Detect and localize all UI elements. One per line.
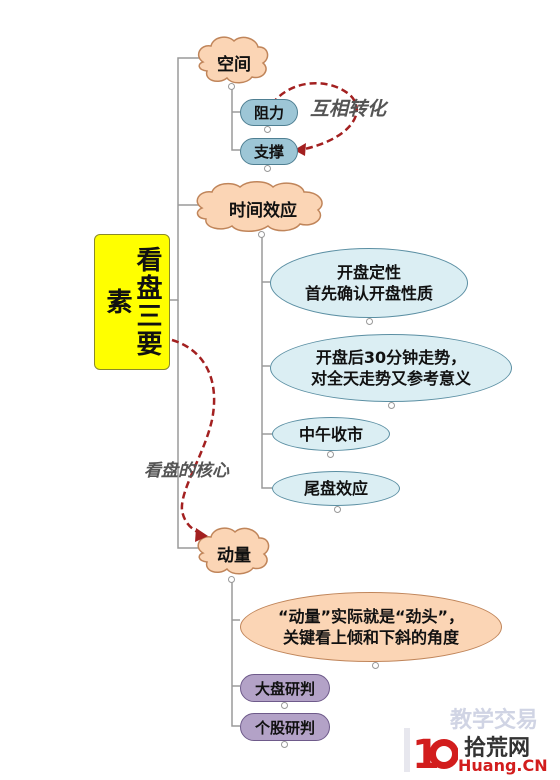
connector-lines <box>170 57 272 727</box>
arrows <box>171 82 359 536</box>
collapse-dot[interactable] <box>228 576 235 583</box>
node-closing-effect[interactable]: 尾盘效应 <box>272 471 400 506</box>
node-resistance[interactable]: 阻力 <box>240 99 298 126</box>
node-stock-analysis[interactable]: 个股研判 <box>240 713 330 741</box>
watermark-site: Huang.CN <box>458 756 548 775</box>
branch-space-label[interactable]: 空间 <box>217 55 251 75</box>
node-support[interactable]: 支撑 <box>240 138 298 165</box>
watermark-faded-text: 教学交易 <box>450 708 539 733</box>
expand-dot[interactable] <box>264 165 271 172</box>
node-opening-30min[interactable]: 开盘后30分钟走势， 对全天走势又参考意义 <box>270 334 512 402</box>
expand-dot[interactable] <box>327 451 334 458</box>
node-midday-close[interactable]: 中午收市 <box>272 417 390 451</box>
expand-dot[interactable] <box>264 126 271 133</box>
cloud-space <box>197 36 269 84</box>
root-node[interactable]: 看盘三要素 <box>94 234 170 370</box>
node-market-analysis[interactable]: 大盘研判 <box>240 674 330 702</box>
branch-time-label[interactable]: 时间效应 <box>229 201 297 221</box>
expand-dot[interactable] <box>281 702 288 709</box>
node-opening-nature[interactable]: 开盘定性 首先确认开盘性质 <box>270 248 468 318</box>
cloud-time <box>196 181 323 232</box>
watermark-logo-icon: 1 <box>404 728 458 778</box>
annotation-mutual-conversion: 互相转化 <box>310 98 387 120</box>
expand-dot[interactable] <box>334 506 341 513</box>
watermark: 教学交易 1 拾荒网 Huang.CN <box>398 700 558 778</box>
branch-momentum-label[interactable]: 动量 <box>217 546 251 566</box>
expand-dot[interactable] <box>388 402 395 409</box>
collapse-dot[interactable] <box>228 83 235 90</box>
expand-dot[interactable] <box>372 662 379 669</box>
watermark-brand: 拾荒网 <box>464 736 531 761</box>
arrowheads <box>195 143 306 542</box>
collapse-dot[interactable] <box>258 231 265 238</box>
expand-dot[interactable] <box>281 741 288 748</box>
cloud-momentum <box>197 527 270 575</box>
expand-dot[interactable] <box>366 318 373 325</box>
node-momentum-definition[interactable]: “动量”实际就是“劲头”， 关键看上倾和下斜的角度 <box>240 592 502 662</box>
annotation-core: 看盘的核心 <box>144 461 229 481</box>
